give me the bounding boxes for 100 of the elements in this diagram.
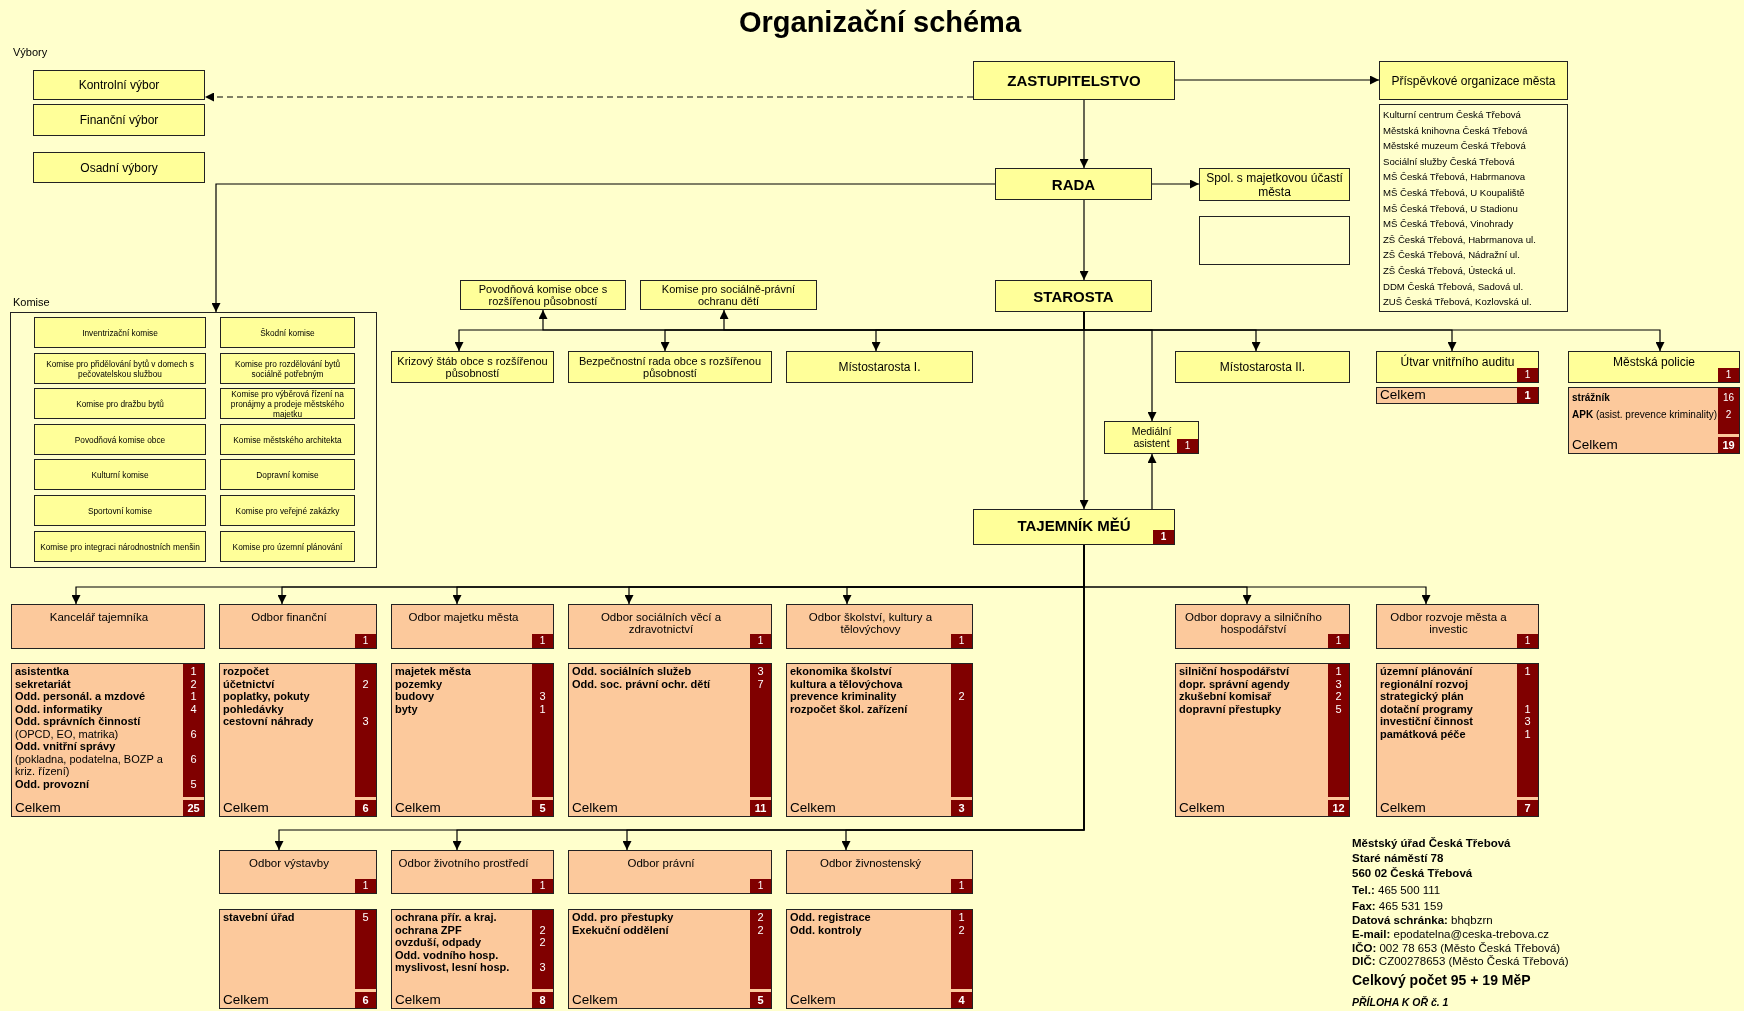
- section-name: Exekuční oddělení: [572, 923, 669, 936]
- organization-name: ZUŠ Česká Třebová, Kozlovská ul.: [1383, 295, 1533, 310]
- section-name: rozpočet: [223, 665, 269, 677]
- organization-name: ZŠ Česká Třebová, Habrmanova ul.: [1383, 232, 1537, 247]
- staff-count-badge: 1: [1153, 530, 1174, 544]
- section-name: územní plánování: [1380, 665, 1473, 677]
- unit-name: ZASTUPITELSTVO: [1007, 72, 1141, 89]
- section-name: Odd. správních činností: [15, 715, 141, 727]
- unit-box: [34, 459, 206, 490]
- unit-name: STAROSTA: [1033, 287, 1114, 305]
- contact-line: DIČ: CZ00278653 (Město Česká Třebová): [1352, 955, 1569, 967]
- section-name: Odd. provozní: [15, 777, 89, 790]
- section-name: rozpočet škol. zařízení: [790, 702, 908, 715]
- section-name: strategický plán: [1380, 690, 1464, 702]
- staff-count-badge: 1: [1517, 634, 1538, 648]
- unit-name: Povodňová komise obce s rozšířenou působností: [477, 283, 609, 307]
- section-name: APK (asist. prevence kriminality): [1572, 409, 1718, 420]
- unit-box: [33, 70, 205, 100]
- unit-box: [34, 495, 206, 526]
- department-box: [568, 604, 772, 649]
- unit-box: [973, 61, 1175, 100]
- organization-name: Městská knihovna Česká Třebová: [1383, 123, 1529, 138]
- unit-name: Bezpečnostní rada obce s rozšířenou působností: [577, 355, 763, 379]
- unit-box: [995, 280, 1152, 312]
- unit-name: Kontrolní výbor: [78, 78, 160, 92]
- staff-count: 2: [756, 923, 765, 936]
- total-count-badge: 7: [1517, 800, 1538, 816]
- unit-box: [1376, 351, 1539, 383]
- department-name: Odbor živnostenský: [820, 857, 921, 869]
- unit-name: Místostarosta II.: [1219, 360, 1306, 374]
- contact-line: Tel.: 465 500 111: [1352, 884, 1441, 896]
- staff-count: 4: [189, 702, 198, 715]
- total-label: Celkem: [572, 992, 618, 1008]
- organization-list-box: [1379, 104, 1568, 312]
- section-name: byty: [395, 702, 418, 715]
- section-name: Odd. vodního hosp.: [395, 948, 499, 961]
- group-heading: Komise: [13, 296, 50, 308]
- total-count-badge: 4: [951, 992, 972, 1008]
- connector-arrow: [1174, 75, 1380, 85]
- staff-count: 2: [957, 690, 966, 703]
- organization-name: Městské muzeum Česká Třebová: [1383, 139, 1527, 154]
- unit-name: Komise pro přidělování bytů v domech s pečovatelskou službou: [45, 358, 195, 379]
- department-name: Odbor právní: [627, 857, 695, 869]
- staff-count: 1: [1523, 702, 1532, 715]
- department-box: [1175, 604, 1350, 649]
- staff-count-badge: 1: [951, 634, 972, 648]
- total-label: Celkem: [1179, 800, 1225, 816]
- connector-arrow: [211, 183, 996, 313]
- total-count-badge: 19: [1718, 437, 1739, 453]
- total-label: Celkem: [790, 992, 836, 1008]
- section-name: ochrana ZPF: [395, 923, 462, 936]
- unit-name: Komise městského architekta: [233, 434, 342, 445]
- section-name: strážník: [1572, 392, 1610, 403]
- staff-count: 3: [1523, 715, 1532, 728]
- staff-count-badge: 1: [532, 879, 553, 893]
- section-name: ochrana přír. a kraj.: [395, 911, 497, 923]
- unit-box: [1379, 61, 1568, 100]
- unit-box: [220, 317, 355, 348]
- section-name: účetnictví: [223, 677, 275, 690]
- staff-breakdown-panel: [391, 909, 554, 1009]
- section-name: Odd. kontroly: [790, 923, 862, 936]
- total-count-badge: 6: [355, 992, 376, 1008]
- staff-count-badge: 1: [532, 634, 553, 648]
- section-name: dopravní přestupky: [1179, 702, 1282, 715]
- department-box: [391, 604, 554, 649]
- staff-count: 5: [361, 911, 370, 924]
- section-name: budovy: [395, 690, 435, 702]
- unit-name: Spol. s majetkovou účastí města: [1205, 170, 1344, 199]
- total-count-badge: 3: [951, 800, 972, 816]
- unit-name: Příspěvkové organizace města: [1391, 73, 1556, 88]
- total-label: Celkem: [1380, 800, 1426, 816]
- department-name: Kancelář tajemníka: [49, 611, 149, 623]
- staff-count: 2: [1334, 690, 1343, 703]
- staff-count: 1: [538, 702, 547, 715]
- department-box: [219, 604, 377, 649]
- unit-name: Inventrizační komise: [82, 327, 158, 338]
- department-box: [391, 850, 554, 894]
- staff-count: 1: [1523, 727, 1532, 740]
- unit-box: [786, 351, 973, 383]
- department-name: Odbor výstavby: [249, 857, 329, 869]
- unit-box: [220, 495, 355, 526]
- section-name: (OPCD, EO, matrika): [15, 727, 119, 740]
- unit-name: TAJEMNÍK MĚÚ: [1017, 517, 1131, 534]
- total-label: Celkem: [223, 800, 269, 816]
- total-label: Celkem: [1572, 437, 1618, 453]
- department-name: Odbor dopravy a silničního hospodářství: [1185, 611, 1322, 635]
- staff-breakdown-panel: [568, 909, 772, 1009]
- unit-name: Osadní výbory: [80, 160, 158, 175]
- unit-box: [995, 168, 1152, 200]
- unit-name: Mediální asistent: [1130, 425, 1173, 449]
- unit-box: [1199, 168, 1350, 201]
- total-staff-note: Celkový počet 95 + 19 MěP: [1352, 972, 1531, 988]
- unit-name: Komise pro sociálně-právní ochranu dětí: [660, 283, 797, 307]
- contact-line: Datová schránka: bhqbzrn: [1352, 914, 1493, 926]
- total-count-badge: 8: [532, 992, 553, 1008]
- unit-box: [34, 531, 206, 562]
- department-box: [786, 604, 973, 649]
- section-name: ovzduší, odpady: [395, 936, 482, 948]
- staff-count-badge: 1: [750, 879, 771, 893]
- department-name: Odbor sociálních věcí a zdravotnictví: [600, 611, 722, 635]
